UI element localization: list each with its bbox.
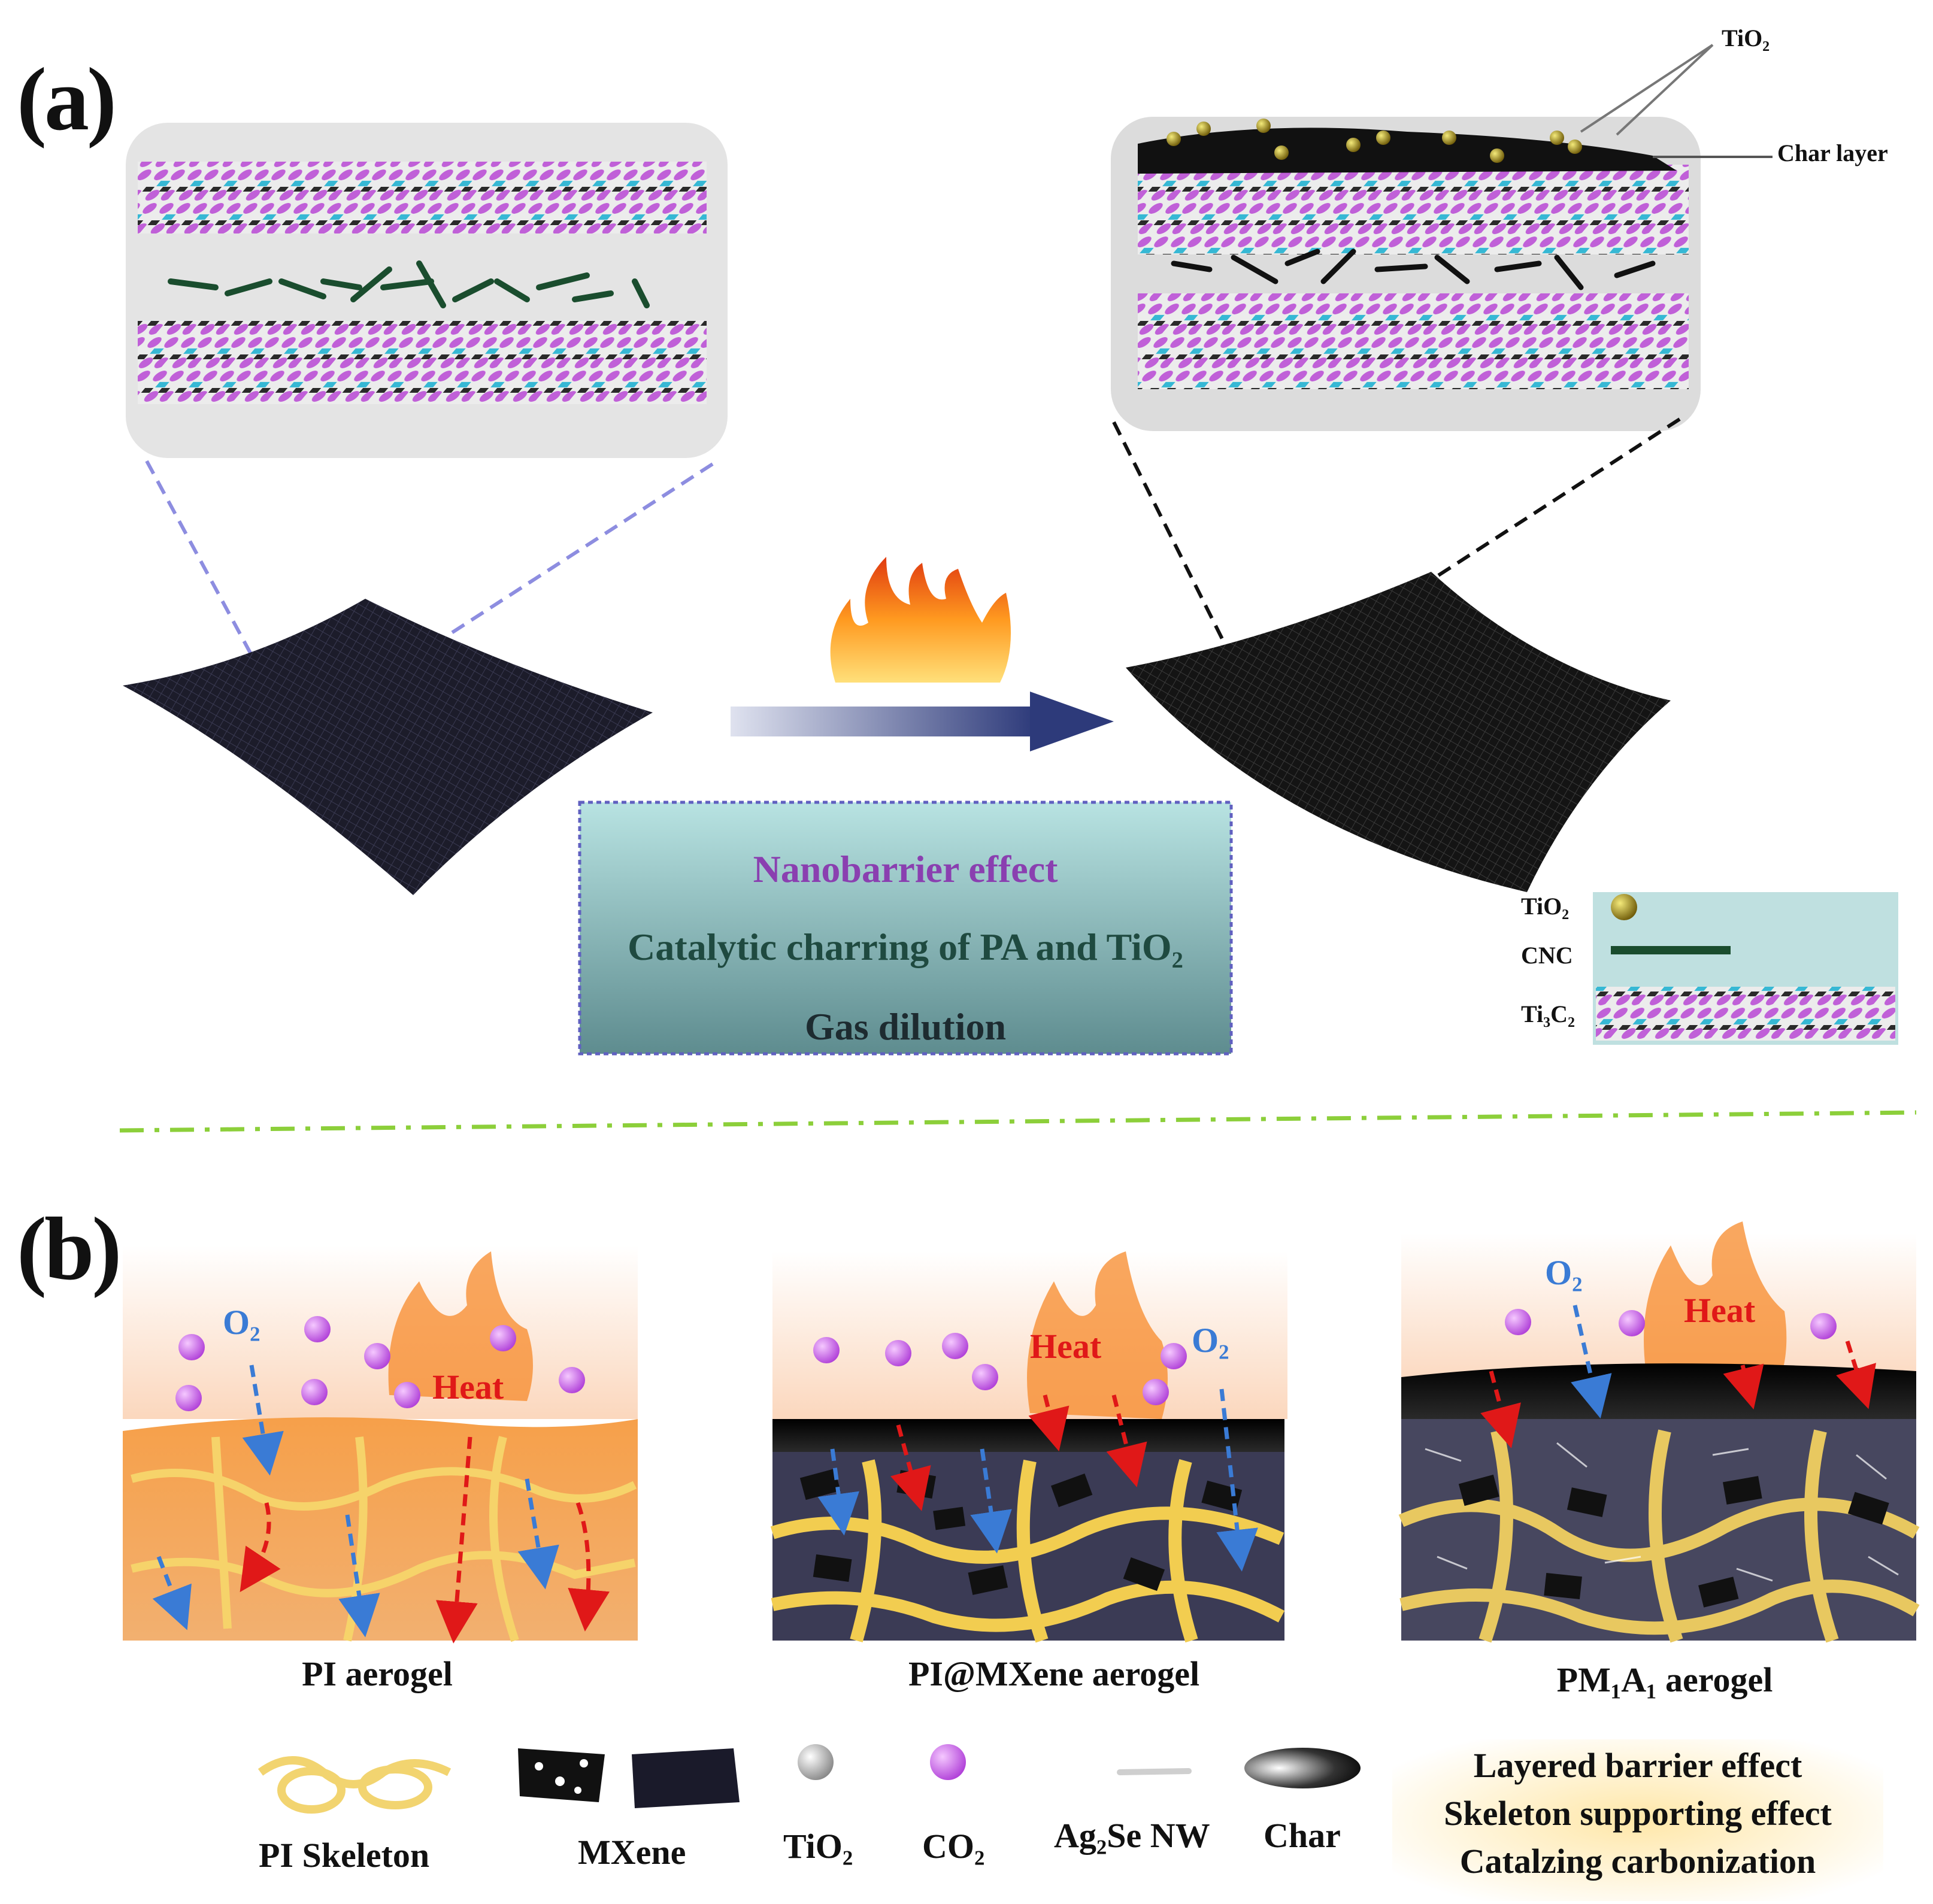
- annot-tio2: TiO₂: [1722, 25, 1770, 51]
- flame-icon: [830, 557, 1011, 683]
- caption-pi-mxene-aerogel: PI@MXene aerogel: [908, 1654, 1200, 1693]
- cnc-rods: [168, 260, 650, 308]
- flame: [388, 1251, 533, 1401]
- effect-gas-dilution: Gas dilution: [804, 1005, 1007, 1048]
- legend-co2-label: CO₂: [922, 1827, 985, 1866]
- tio2-icon: [798, 1744, 834, 1780]
- label-o2-3: O₂: [1545, 1253, 1583, 1292]
- scene-pm1a1-aerogel: [1398, 1221, 1920, 1643]
- effects-box: [578, 801, 1233, 1056]
- legend-tio2-label: TiO₂: [783, 1827, 853, 1866]
- panel-a-label: (a): [17, 50, 117, 149]
- pi-skeleton-network: [131, 1436, 637, 1642]
- effects-glow: [1392, 1739, 1883, 1901]
- effect-catalyzing-carbonization: Catalzing carbonization: [1459, 1842, 1816, 1881]
- panel-b-label: (b): [17, 1199, 122, 1299]
- scene-pi-mxene-aerogel: [770, 1251, 1287, 1643]
- legend-ag2se-label: Ag₂Se NW: [1054, 1816, 1210, 1855]
- legend-a-ti3c2-label: Ti₃C₂: [1521, 1000, 1575, 1027]
- cnc-legend-icon: [1611, 946, 1731, 954]
- effect-skeleton-support: Skeleton supporting effect: [1444, 1794, 1832, 1833]
- legend-a: [1593, 892, 1898, 1045]
- pi-skeleton-icon: [257, 1756, 452, 1814]
- tio2-particles: [1167, 119, 1582, 163]
- aerogel-sheet-right: [1126, 572, 1671, 892]
- label-heat-3: Heat: [1684, 1291, 1756, 1330]
- ti3c2-legend-icon: [1596, 987, 1895, 1041]
- co2-molecules: [175, 1316, 585, 1411]
- legend-pi-skeleton-label: PI Skeleton: [259, 1836, 430, 1875]
- label-o2-1: O₂: [223, 1303, 260, 1342]
- mxene-zoom-left: [126, 123, 728, 458]
- effect-nanobarrier: Nanobarrier effect: [753, 848, 1058, 890]
- co2-icon: [930, 1744, 966, 1780]
- ag2se-nw-icon: [1117, 1768, 1192, 1775]
- mxene-zoom-right: [1111, 44, 1773, 431]
- label-heat-2: Heat: [1030, 1327, 1102, 1366]
- char-icon: [1244, 1748, 1361, 1788]
- legend-a-tio2-label: TiO₂: [1521, 893, 1570, 920]
- process-arrow: [731, 692, 1114, 751]
- panel-separator: [119, 1110, 1917, 1133]
- effect-catalytic: Catalytic charring of PA and TiO₂: [628, 926, 1183, 968]
- label-heat-1: Heat: [432, 1368, 504, 1406]
- caption-pi-aerogel: PI aerogel: [302, 1654, 453, 1693]
- legend-b: [257, 1739, 1883, 1901]
- legend-mxene-label: MXene: [578, 1833, 686, 1872]
- tio2-legend-icon: [1611, 894, 1637, 920]
- aerogel-sheet-left: [123, 599, 653, 895]
- legend-a-cnc-label: CNC: [1521, 942, 1573, 969]
- mxene-icon: [518, 1748, 740, 1808]
- panel-a-graphics: [123, 44, 1898, 1056]
- legend-char-label: Char: [1264, 1816, 1341, 1855]
- annot-char-layer: Char layer: [1777, 140, 1888, 166]
- scene-pi-aerogel: [123, 1245, 638, 1644]
- effect-layered-barrier: Layered barrier effect: [1473, 1746, 1802, 1785]
- label-o2-2: O₂: [1192, 1321, 1229, 1360]
- panel-b-graphics: [123, 1221, 1920, 1901]
- caption-pm1a1-aerogel: PM₁A₁ aerogel: [1556, 1660, 1773, 1699]
